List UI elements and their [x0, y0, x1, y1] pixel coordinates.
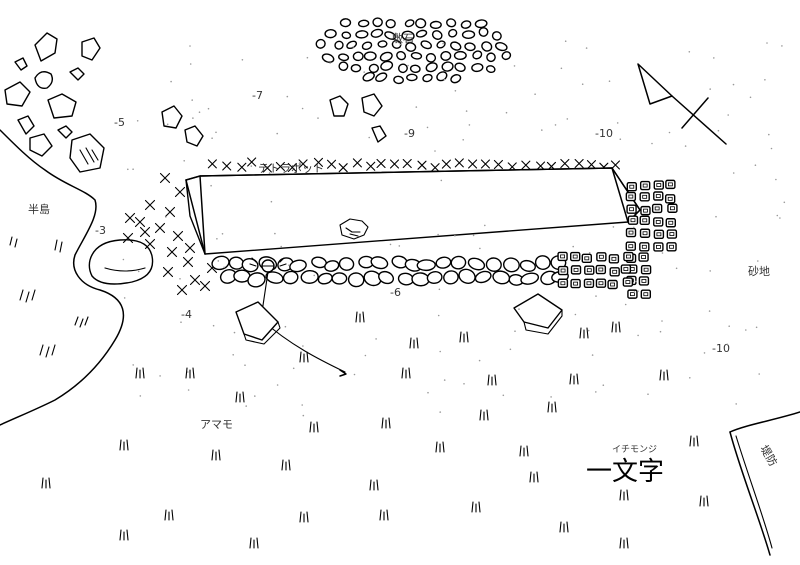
north-arrow-icon [637, 63, 727, 145]
sea-dots [122, 40, 786, 417]
rocks-upper-left [4, 32, 105, 173]
fishing-rig [249, 257, 347, 377]
depth-label: -7 [252, 89, 263, 102]
depth-label: -4 [181, 308, 192, 321]
embankment-label: 堤防 [757, 443, 780, 469]
breakwater-title: 一文字 [586, 457, 664, 487]
large-rock [88, 239, 154, 285]
concrete-block-right [513, 293, 563, 329]
peninsula-label: 半島 [28, 202, 50, 216]
depth-label: -10 [712, 342, 730, 355]
breakwater [185, 167, 641, 255]
rocks-center-left [161, 93, 387, 147]
concrete-block-left [235, 301, 279, 341]
eelgrass-tufts [41, 311, 709, 549]
depth-label: -10 [595, 127, 613, 140]
peninsula-coastline [0, 129, 125, 426]
square-blocks [557, 179, 678, 299]
sand-label: 砂地 [748, 265, 770, 278]
embankment [729, 411, 800, 556]
paving-stones-cluster [315, 17, 512, 85]
depth-label: -5 [114, 116, 125, 129]
depth-label: -3 [95, 224, 106, 237]
paving-stones-label: 敷石 [392, 31, 414, 45]
tetrapod-label: テトラポット [258, 162, 324, 175]
tetrapod-marks [122, 157, 620, 296]
depth-label: -6 [390, 286, 401, 299]
peninsula-hatching [9, 236, 89, 358]
eelgrass-label: アマモ [200, 418, 233, 431]
breakwater-reading: イチモンジ [612, 444, 657, 455]
depth-label: -9 [404, 127, 415, 140]
